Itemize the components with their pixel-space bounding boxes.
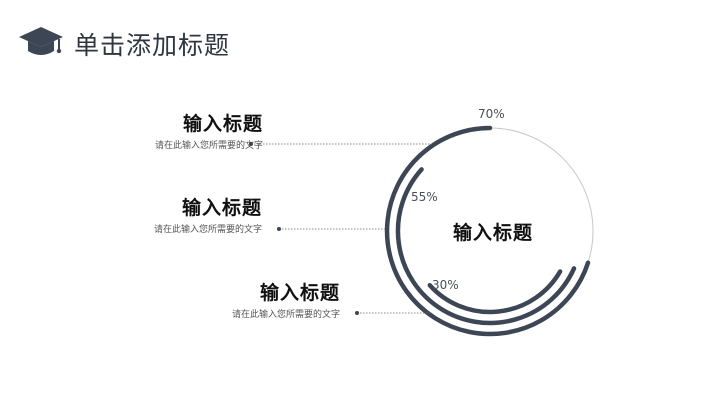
progress-arc-30 [427, 269, 563, 315]
item-title[interactable]: 输入标题 [182, 113, 263, 135]
page-title[interactable]: 单击添加标题 [74, 31, 231, 60]
item-title[interactable]: 输入标题 [259, 282, 340, 304]
percent-label-55: 55% [411, 190, 438, 204]
connector-dot-2 [277, 227, 281, 231]
graduation-cap-icon [19, 27, 63, 55]
connector-dot-3 [355, 311, 359, 315]
item-3[interactable]: 输入标题 请在此输入您所需要的文字 [232, 281, 340, 321]
progress-arc-70 [384, 125, 591, 337]
item-1[interactable]: 输入标题 请在此输入您所需要的文字 [155, 112, 263, 152]
center-title[interactable]: 输入标题 [452, 222, 533, 244]
percent-label-70: 70% [478, 107, 505, 121]
item-title[interactable]: 输入标题 [181, 197, 262, 219]
progress-arc-55 [395, 167, 577, 326]
connector-dot-1 [249, 142, 253, 146]
item-desc[interactable]: 请在此输入您所需要的文字 [231, 310, 340, 320]
item-2[interactable]: 输入标题 请在此输入您所需要的文字 [154, 196, 262, 236]
percent-label-30: 30% [432, 278, 459, 292]
item-desc[interactable]: 请在此输入您所需要的文字 [154, 141, 263, 151]
item-desc[interactable]: 请在此输入您所需要的文字 [153, 225, 262, 235]
